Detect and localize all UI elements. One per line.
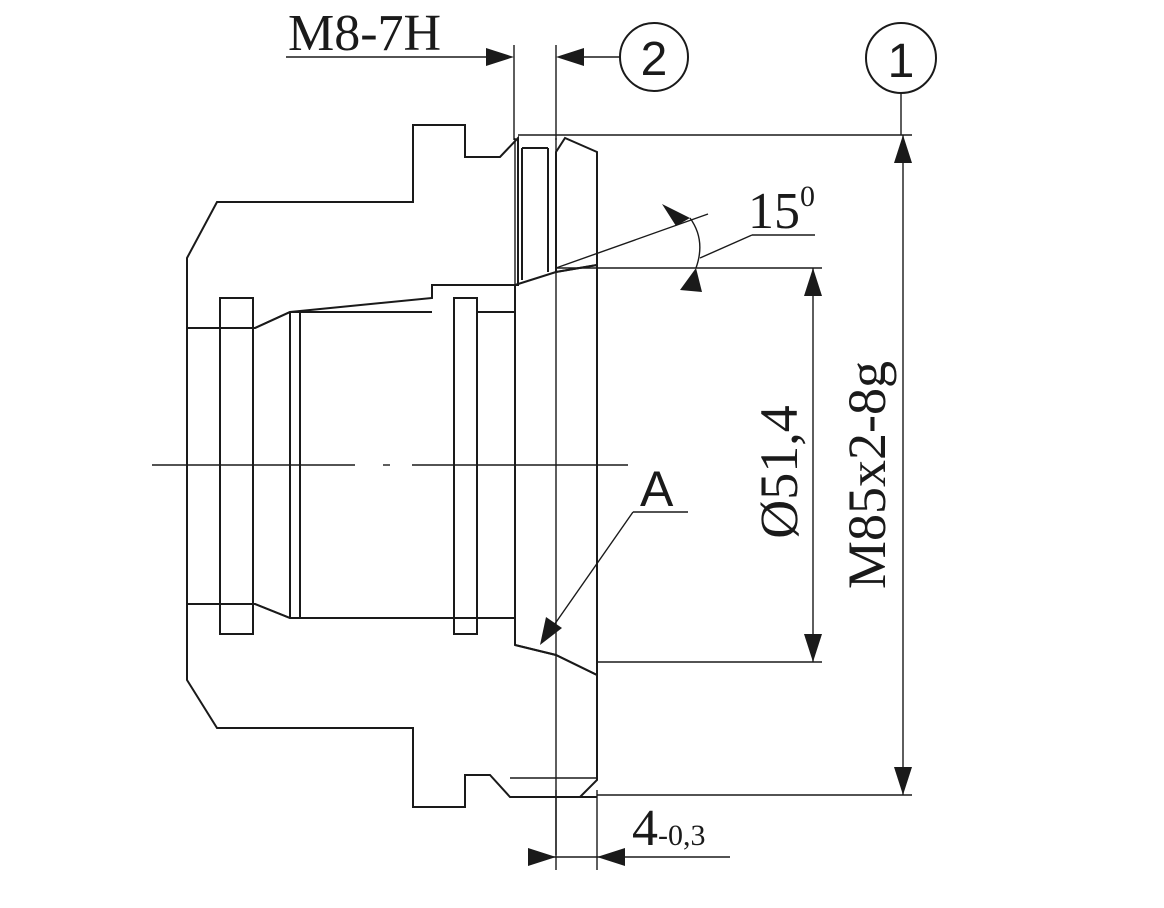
angle-unit: 0 (800, 180, 815, 213)
section-mark-letter: A (640, 461, 674, 517)
angle-value: 15 (748, 183, 800, 240)
diameter-label: Ø51,4 (749, 405, 809, 539)
thread-label-m85: M85x2-8g (837, 361, 897, 589)
depth-label: 4-0,3 (632, 800, 706, 857)
thread-label-m8: M8-7H (288, 5, 441, 62)
dimension-depth: 4-0,3 (528, 790, 730, 870)
callout-1: 1 (865, 22, 937, 135)
dimension-diameter: Ø51,4 (556, 267, 822, 663)
angle-label: 150 (748, 180, 815, 240)
depth-value: 4 (632, 800, 658, 857)
dimension-angle: 150 (555, 180, 815, 292)
section-mark-a: A (540, 461, 688, 645)
dimension-m85-thread: M85x2-8g (518, 134, 912, 796)
part-outline (186, 138, 598, 855)
callout-2-number: 2 (641, 33, 668, 86)
callout-2: 2 (619, 22, 689, 92)
depth-tolerance: -0,3 (658, 819, 706, 852)
callout-1-number: 1 (888, 35, 915, 88)
dimension-m8-thread: M8-7H (286, 5, 620, 140)
